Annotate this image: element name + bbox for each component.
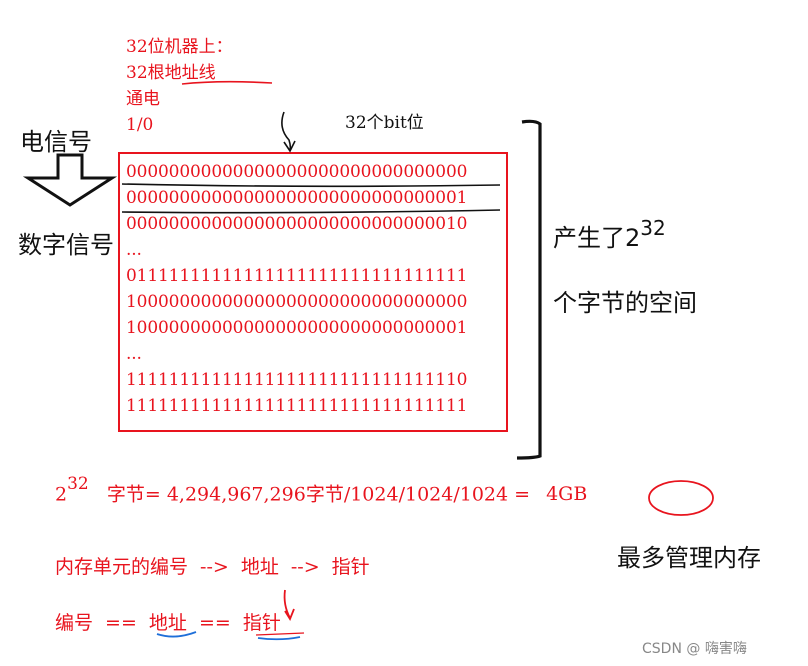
digital-signal-label: 数字信号 [18, 231, 114, 259]
formula-exponent: 32 [67, 474, 89, 494]
bit-row: 10000000000000000000000000000001 [126, 318, 468, 338]
note-line: 通电 [126, 89, 160, 109]
bit-row: 10000000000000000000000000000000 [126, 292, 468, 312]
row-separator-stroke [121, 209, 501, 214]
bit-row: 00000000000000000000000000000010 [126, 214, 468, 234]
answer-circle [648, 480, 714, 516]
bit-count-label: 32个bit位 [345, 113, 424, 133]
max-memory-label: 最多管理内存 [617, 544, 761, 572]
bit-pattern-box [118, 152, 508, 432]
pointer-red-underline [255, 632, 305, 636]
bit-row: 01111111111111111111111111111111 [126, 266, 468, 286]
bit-row: 11111111111111111111111111111110 [126, 370, 468, 390]
csdn-watermark: CSDN @ 嗨害嗨 [642, 641, 747, 657]
address-underline [156, 631, 197, 638]
bit-row-ellipsis: ... [126, 240, 142, 260]
result-line-1: 产生了232 [553, 216, 666, 253]
note-line: 32位机器上： [126, 37, 233, 57]
formula-base: 2 [55, 483, 68, 506]
note-underline [181, 80, 273, 85]
bit-row: 11111111111111111111111111111111 [126, 396, 468, 416]
result-line-2: 个字节的空间 [553, 289, 697, 317]
number-address-pointer-equation: 编号 == 地址 == 指针 [55, 612, 281, 634]
formula-text: 字节= 4,294,967,296字节/1024/1024/1024 = [106, 483, 531, 506]
address-line-note: 32位机器上： 32根地址线 通电 1/0 [126, 34, 233, 138]
range-bracket [516, 119, 542, 460]
bit-row-ellipsis: ... [126, 344, 142, 364]
pointer-underline [257, 636, 301, 641]
bit-pattern-list: 00000000000000000000000000000000 0000000… [126, 159, 467, 419]
bit-row: 00000000000000000000000000000000 [126, 162, 468, 182]
electric-signal-label: 电信号 [20, 128, 92, 156]
note-line: 1/0 [126, 115, 154, 135]
note-line: 32根地址线 [126, 63, 216, 83]
pointer-arrow-icon [281, 111, 296, 153]
bit-row: 00000000000000000000000000000001 [126, 188, 468, 208]
down-arrow-icon [22, 153, 118, 207]
result-prefix: 产生了2 [553, 224, 641, 252]
formula-answer: 4GB [546, 483, 588, 506]
pointer-highlight-arrow-icon [283, 589, 295, 621]
row-separator-stroke [121, 183, 501, 188]
number-address-pointer-chain: 内存单元的编号 --> 地址 --> 指针 [55, 556, 370, 578]
result-exponent: 32 [640, 216, 666, 240]
capacity-formula: 232 字节= 4,294,967,296字节/1024/1024/1024 =… [55, 474, 597, 506]
